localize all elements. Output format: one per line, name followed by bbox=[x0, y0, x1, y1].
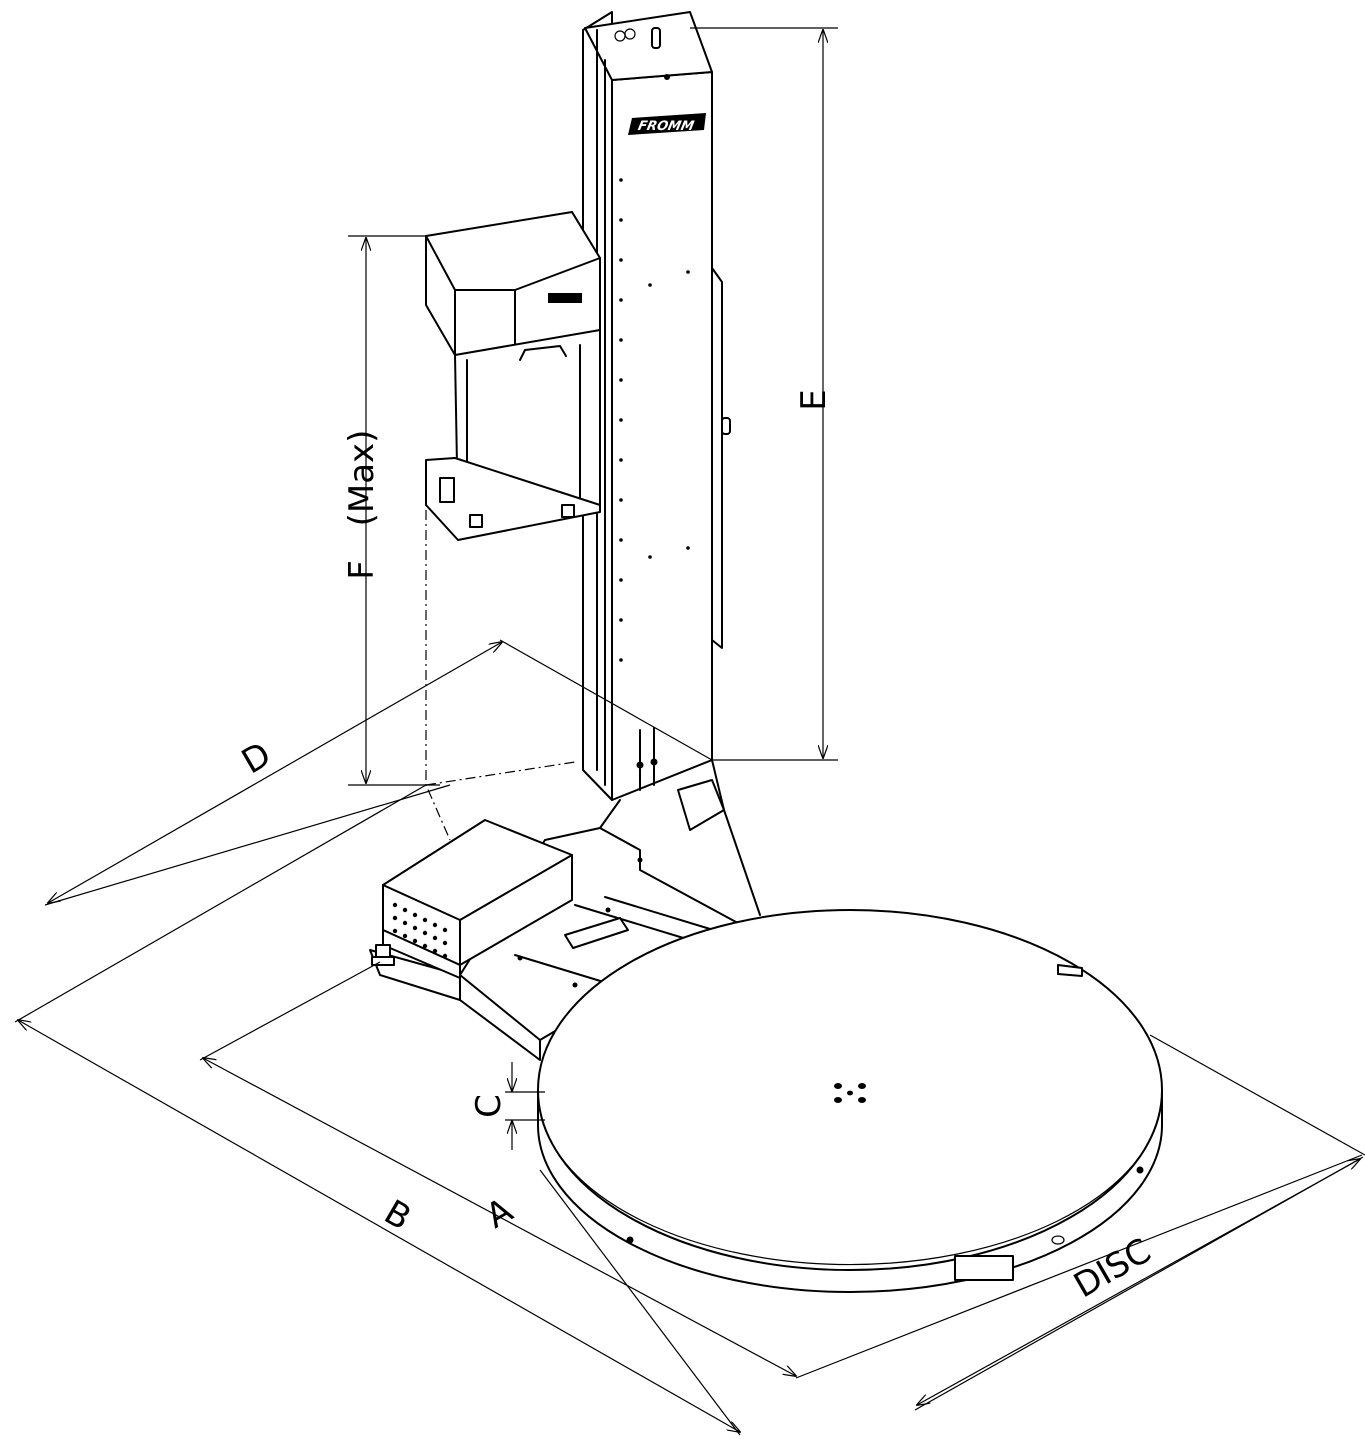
label-f: F bbox=[342, 560, 382, 580]
label-a: A bbox=[479, 1190, 519, 1236]
label-c: C bbox=[469, 1094, 509, 1118]
label-f-max: (Max) bbox=[342, 430, 382, 527]
mast-bolts bbox=[636, 727, 658, 791]
mast-side-panel bbox=[711, 267, 731, 649]
dim-disc-line bbox=[917, 1159, 1360, 1405]
brand-logo-text: FROMM bbox=[637, 119, 696, 134]
leveling-foot bbox=[371, 944, 395, 966]
mast: FROMM bbox=[582, 11, 761, 916]
turntable-center-holes bbox=[834, 1083, 866, 1103]
turntable bbox=[537, 909, 1163, 1293]
mast-top-controls bbox=[614, 27, 670, 80]
label-e: E bbox=[794, 389, 834, 410]
label-b: B bbox=[377, 1192, 417, 1238]
brand-logo: FROMM bbox=[628, 113, 706, 135]
dim-a-line bbox=[203, 1058, 796, 1376]
mast-rivets bbox=[619, 178, 690, 662]
dim-d-line bbox=[48, 642, 502, 903]
film-carriage bbox=[425, 211, 601, 541]
label-disc: DISC bbox=[1067, 1231, 1158, 1306]
dimension-lines bbox=[14, 27, 1365, 1436]
